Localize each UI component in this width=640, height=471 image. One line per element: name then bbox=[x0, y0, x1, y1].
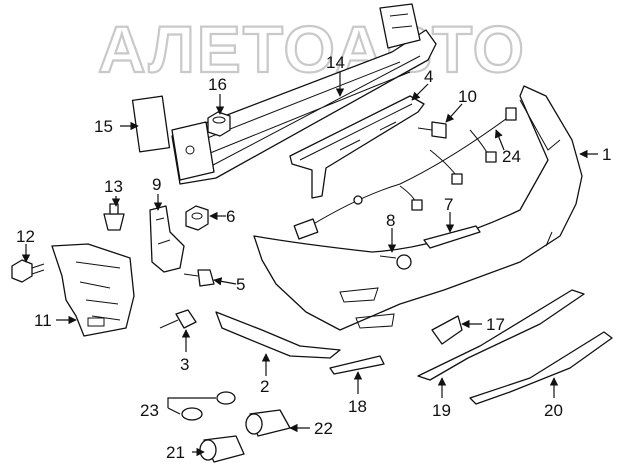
callout-10: 10 bbox=[458, 87, 477, 106]
bracket-nut bbox=[185, 205, 209, 231]
mounting-bolt bbox=[11, 259, 45, 283]
callout-12: 12 bbox=[16, 227, 35, 246]
callout-6: 6 bbox=[226, 207, 235, 226]
callout-4: 4 bbox=[424, 67, 433, 86]
beam-nut bbox=[207, 111, 231, 137]
wire-harness bbox=[293, 107, 517, 240]
lower-trim-left bbox=[215, 311, 341, 359]
callout-8: 8 bbox=[386, 211, 395, 230]
park-sensor bbox=[199, 435, 245, 463]
callout-15: 15 bbox=[94, 117, 113, 136]
callout-11: 11 bbox=[34, 311, 52, 330]
bracket-bolt bbox=[183, 269, 215, 287]
callout-1: 1 bbox=[602, 145, 611, 164]
side-guide-bracket bbox=[51, 243, 135, 337]
callout-19: 19 bbox=[432, 401, 451, 420]
callout-9: 9 bbox=[152, 175, 161, 194]
callout-17: 17 bbox=[486, 315, 505, 334]
harness-bolt bbox=[417, 121, 447, 139]
callout-5: 5 bbox=[236, 275, 245, 294]
leader-lines bbox=[21, 72, 598, 457]
callout-24: 24 bbox=[502, 147, 521, 166]
reflector-lamp bbox=[431, 315, 463, 345]
callout-21: 21 bbox=[166, 443, 185, 462]
push-clip bbox=[103, 203, 125, 231]
callout-16: 16 bbox=[208, 75, 227, 94]
park-sensor-bracket bbox=[245, 409, 291, 437]
lower-diffuser bbox=[417, 289, 585, 381]
callout-22: 22 bbox=[314, 419, 333, 438]
callout-18: 18 bbox=[348, 397, 367, 416]
mounting-plate bbox=[131, 95, 171, 153]
park-sensor-ring bbox=[181, 391, 236, 421]
plastic-rivet bbox=[159, 309, 197, 329]
side-support-bracket bbox=[149, 205, 185, 273]
callout-13: 13 bbox=[104, 177, 123, 196]
callout-23: 23 bbox=[140, 401, 159, 420]
callout-2: 2 bbox=[260, 377, 269, 396]
reflector bbox=[423, 225, 481, 249]
callout-3: 3 bbox=[180, 355, 189, 374]
watermark-logo: АЛЕТОАВТО bbox=[98, 12, 526, 86]
bumper-screw bbox=[379, 254, 412, 270]
reinforcement-beam bbox=[171, 3, 437, 185]
callout-14: 14 bbox=[326, 53, 345, 72]
trim-strip bbox=[329, 355, 385, 375]
lower-molding bbox=[469, 331, 613, 405]
callout-7: 7 bbox=[444, 195, 453, 214]
callout-20: 20 bbox=[544, 401, 563, 420]
